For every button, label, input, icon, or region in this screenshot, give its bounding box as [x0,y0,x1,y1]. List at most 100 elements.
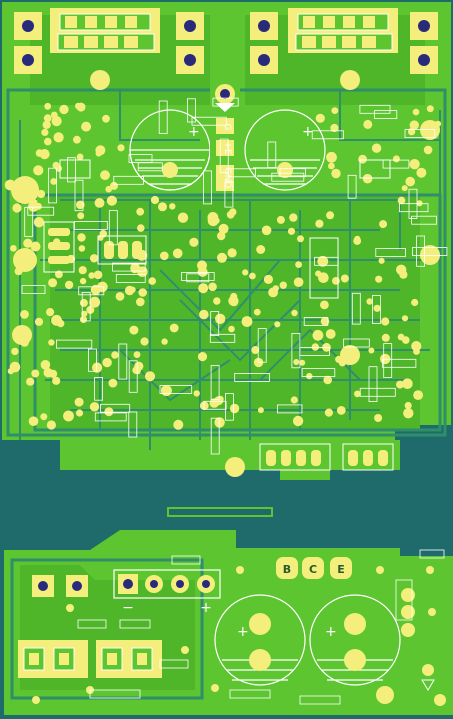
via-pad [102,114,110,123]
via-pad [326,211,335,220]
via-pad [169,323,179,333]
via-pad [34,317,44,326]
resistor-outline [74,221,108,230]
resistor-outline [219,138,229,174]
via-pad [256,245,266,254]
via-pad [353,237,362,245]
cap-upper-right-plus: + [302,124,314,140]
pin-e-label: E [337,563,345,576]
lower-resistors [77,549,445,705]
via-pad [92,362,103,373]
resistor-outline [100,403,131,413]
resistor-outline [78,286,105,296]
via-pad [106,195,117,206]
upper-board: + + G +E GND [0,2,453,548]
via-pad [148,277,156,285]
via-pad [416,167,427,178]
label-plus-e: +E [222,141,232,155]
resistor-outline [203,400,227,410]
via-pad [291,309,298,317]
resistor-outline [74,179,84,212]
via-pad [189,237,199,247]
resistor-outline [158,100,168,134]
via-pad [89,296,101,308]
via-pad [53,132,64,143]
via-pad [160,385,172,397]
resistor-outline [203,170,213,205]
via-pad [144,371,156,382]
via-pad [274,321,281,328]
via-pad [33,165,44,176]
cap-upper-left-pad [162,162,178,178]
via-pad [40,360,51,370]
via-pad [312,329,324,341]
via-pad [320,317,330,326]
via-pad [315,219,324,228]
via-pad [79,277,87,285]
resistor-outline [159,385,193,394]
resistor-outline [303,316,329,326]
via-pad [134,361,144,371]
via-pad [48,278,58,288]
resistor-outline [267,141,277,169]
resistor-outline [115,273,146,283]
lower-diode [421,679,435,691]
polarity-plus: + [200,600,212,616]
header-4pin: − + [113,569,221,616]
via-pad [209,398,220,408]
via-pad [44,102,52,110]
via-pad [328,162,335,170]
resistor-outline [359,387,396,397]
via-pad [78,245,86,252]
inner-frame [33,193,442,432]
via-pad [413,348,420,355]
via-pad [249,272,256,280]
via-pad [227,248,237,258]
via-pad [39,149,50,160]
via-pad [257,407,264,414]
via-pad [20,338,29,347]
resistor-outline [276,404,303,414]
via-pad [293,277,304,288]
via-pad [89,402,100,412]
via-pad [197,352,208,362]
via-pad [160,251,169,261]
power-connector: G +E GND [210,82,240,192]
via-pad [33,217,45,228]
via-pad [378,257,385,264]
resistor-outline [359,104,391,114]
via-pad [404,401,412,410]
via-pad [434,120,442,127]
trace-network [10,89,441,450]
resistor-outline [118,343,128,380]
resistor-outline [191,116,227,126]
via-pad [75,102,82,110]
resistor-outline [374,110,398,119]
resistor-outline [404,129,436,139]
via-pad [229,297,239,307]
via-pad [140,337,149,346]
via-pad [129,286,136,293]
resistor-outline [299,346,330,356]
via-pad [323,375,333,385]
via-pad [320,300,329,310]
via-pad [409,159,420,170]
via-pad [40,413,48,421]
via-pad [75,409,84,417]
via-pad [79,315,88,324]
via-pad [215,313,226,324]
via-pad [374,414,383,422]
via-pad [332,277,340,285]
resistor-outline [56,339,93,349]
via-pad [41,128,49,136]
via-pad [207,212,219,223]
resistor-outlines [21,97,448,455]
via-pad [251,346,260,354]
via-pad [73,135,81,144]
resistor-outline [351,292,361,325]
via-pad [172,248,183,259]
resistor-outline [108,210,118,246]
resistor-outline [186,98,196,123]
via-pad [59,104,69,115]
via-pad [76,153,84,161]
